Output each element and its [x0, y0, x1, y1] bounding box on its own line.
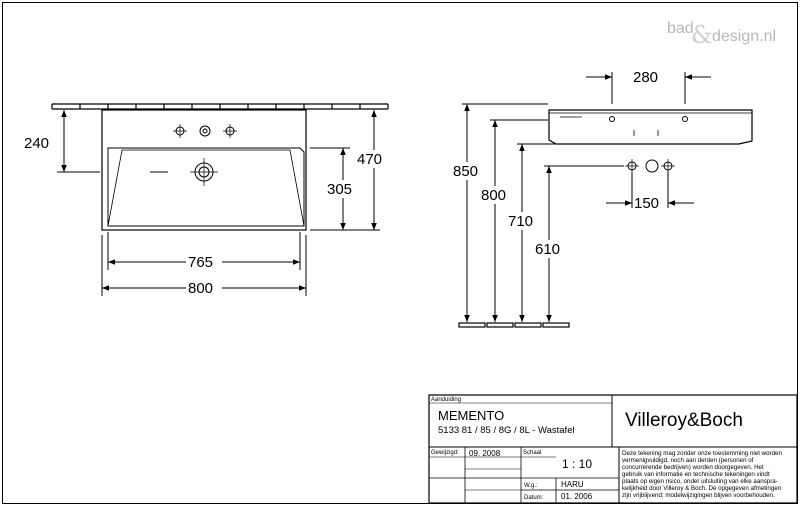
datum-value: 01. 2006: [561, 492, 593, 501]
front-view: [51, 103, 389, 296]
disclaimer-line: gebruik van informatie en technische tek…: [622, 471, 770, 478]
side-tap-holes-icon: [625, 159, 675, 173]
watermark-logo: bad & design.nl: [667, 20, 776, 49]
dim-150: 150: [634, 195, 659, 212]
dim-305: 305: [327, 181, 352, 198]
gewijzigd-label: Gewijzigd:: [431, 450, 459, 456]
aanduiding-label: Aanduiding: [431, 397, 461, 403]
dim-610: 610: [535, 241, 560, 258]
floor-hatch: [458, 322, 570, 328]
disclaimer-line: concurrerende bedrijven) worden doorgege…: [622, 464, 764, 471]
drain-icon: [190, 158, 218, 186]
wall-hatch: [51, 103, 389, 110]
front-dimension-labels: 240 305 470 765 800: [24, 135, 392, 297]
disclaimer-line: Deze tekening mag zonder onze toestemmin…: [622, 450, 782, 457]
gewijzigd-value: 09. 2008: [469, 449, 501, 458]
dim-765: 765: [188, 254, 213, 271]
basin-side-profile: [548, 109, 753, 145]
watermark-right: design.nl: [712, 28, 776, 45]
brand-logo: Villeroy&Boch: [625, 410, 743, 431]
watermark-amp: &: [691, 21, 712, 49]
wg-value: HARU: [561, 480, 584, 489]
product-desc: 5133 81 / 85 / 8G / 8L - Wastafel: [438, 425, 575, 436]
dim-800-side: 800: [481, 187, 506, 204]
product-name: MEMENTO: [438, 408, 504, 423]
basin-outer: [101, 109, 307, 231]
side-dimension-labels: 280 150 850 800 710 610: [452, 69, 659, 258]
disclaimer-line: plaats op eigen risico, onder uitsluitin…: [622, 478, 778, 485]
dim-850: 850: [453, 163, 478, 180]
dim-710: 710: [508, 213, 533, 230]
disclaimer-line: zijn vrijblijvend; modelwijzigingen blij…: [622, 492, 775, 499]
title-block-text: Aanduiding MEMENTO 5133 81 / 85 / 8G / 8…: [431, 397, 782, 501]
wg-label: W.g.:: [524, 483, 538, 489]
disclaimer-line: kelijkheid door Villeroy & Boch. De opge…: [622, 485, 782, 492]
dim-470: 470: [357, 151, 382, 168]
disclaimer: Deze tekening mag zonder onze toestemmin…: [622, 450, 782, 499]
tap-holes-icon: [173, 124, 237, 138]
schaal-label: Schaal: [523, 450, 541, 456]
schaal-value: 1 : 10: [562, 457, 592, 471]
basin-bowl: [107, 147, 305, 227]
dim-800: 800: [188, 280, 213, 297]
side-view: [458, 72, 753, 328]
datum-label: Datum:: [524, 495, 544, 501]
dim-280: 280: [633, 69, 658, 86]
watermark-left: bad: [667, 20, 694, 37]
title-block: [428, 394, 798, 504]
disclaimer-line: vermenigvuldigd, noch aan derden (person…: [622, 457, 754, 464]
dim-240: 240: [24, 135, 49, 152]
